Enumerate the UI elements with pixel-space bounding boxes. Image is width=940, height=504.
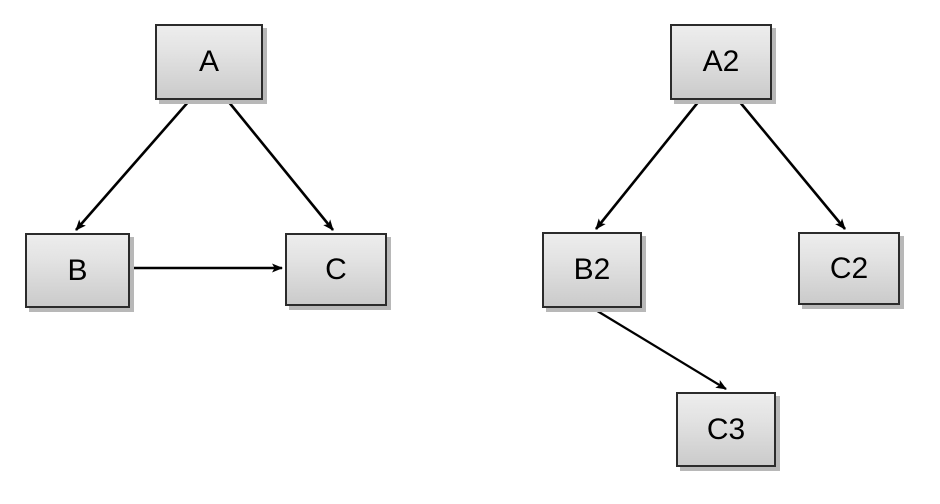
node-c2-label: C2 [829,251,869,285]
node-b2-label: B2 [573,253,611,286]
node-a-label: A [198,45,219,78]
node-c3[interactable]: C3 [676,392,776,467]
edge-a2-to-c2 [737,100,847,230]
node-a2[interactable]: A2 [670,24,772,100]
node-b[interactable]: B [25,233,130,308]
node-c-label: C [325,252,347,286]
node-b-label: B [67,253,88,287]
node-c3-label: C3 [706,412,746,446]
node-a2-label: A2 [702,45,740,78]
node-b2[interactable]: B2 [542,232,642,308]
edge-a2-to-b2 [594,100,701,230]
node-a[interactable]: A [155,24,263,100]
edge-a-to-c [226,100,335,231]
node-c2[interactable]: C2 [798,232,900,305]
edge-a-to-b [75,100,190,231]
edge-b2-to-c3 [593,308,727,390]
node-c[interactable]: C [285,233,387,306]
